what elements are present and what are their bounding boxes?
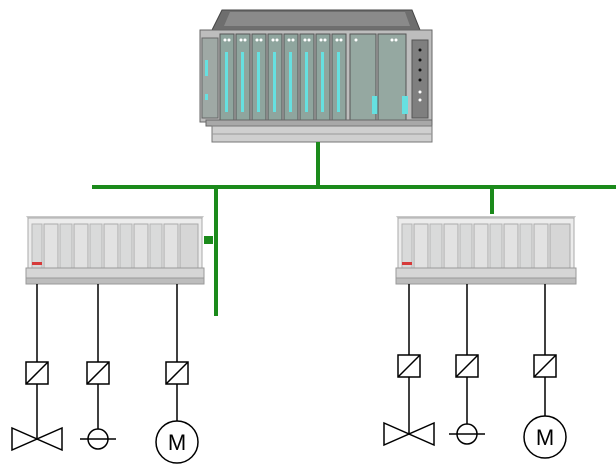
transducer-icon <box>455 354 479 378</box>
transducer-icon <box>397 354 421 378</box>
field-bus <box>92 142 616 316</box>
plc-module <box>251 33 267 121</box>
plc-module <box>219 33 235 121</box>
valve-icon <box>11 426 63 452</box>
left-io-station <box>25 216 205 285</box>
motor-icon <box>523 415 567 459</box>
plc-module <box>299 33 315 121</box>
sensor-icon <box>80 428 116 450</box>
central-plc-rack <box>199 9 433 143</box>
left-field-devices <box>11 284 199 464</box>
plc-module <box>331 33 347 121</box>
motor-icon <box>155 420 199 464</box>
transducer-icon <box>165 361 189 385</box>
transducer-icon <box>533 354 557 378</box>
right-io-station <box>395 216 577 285</box>
transducer-icon <box>25 361 49 385</box>
transducer-icon <box>86 361 110 385</box>
sensor-icon <box>449 423 485 445</box>
plc-module <box>267 33 283 121</box>
valve-icon <box>383 421 435 447</box>
left-motor-label: M <box>168 430 186 455</box>
right-field-devices <box>383 284 567 459</box>
right-motor-label: M <box>536 425 554 450</box>
plc-module <box>315 33 331 121</box>
plc-module <box>283 33 299 121</box>
bus-connector <box>204 236 213 244</box>
plc-module <box>235 33 251 121</box>
